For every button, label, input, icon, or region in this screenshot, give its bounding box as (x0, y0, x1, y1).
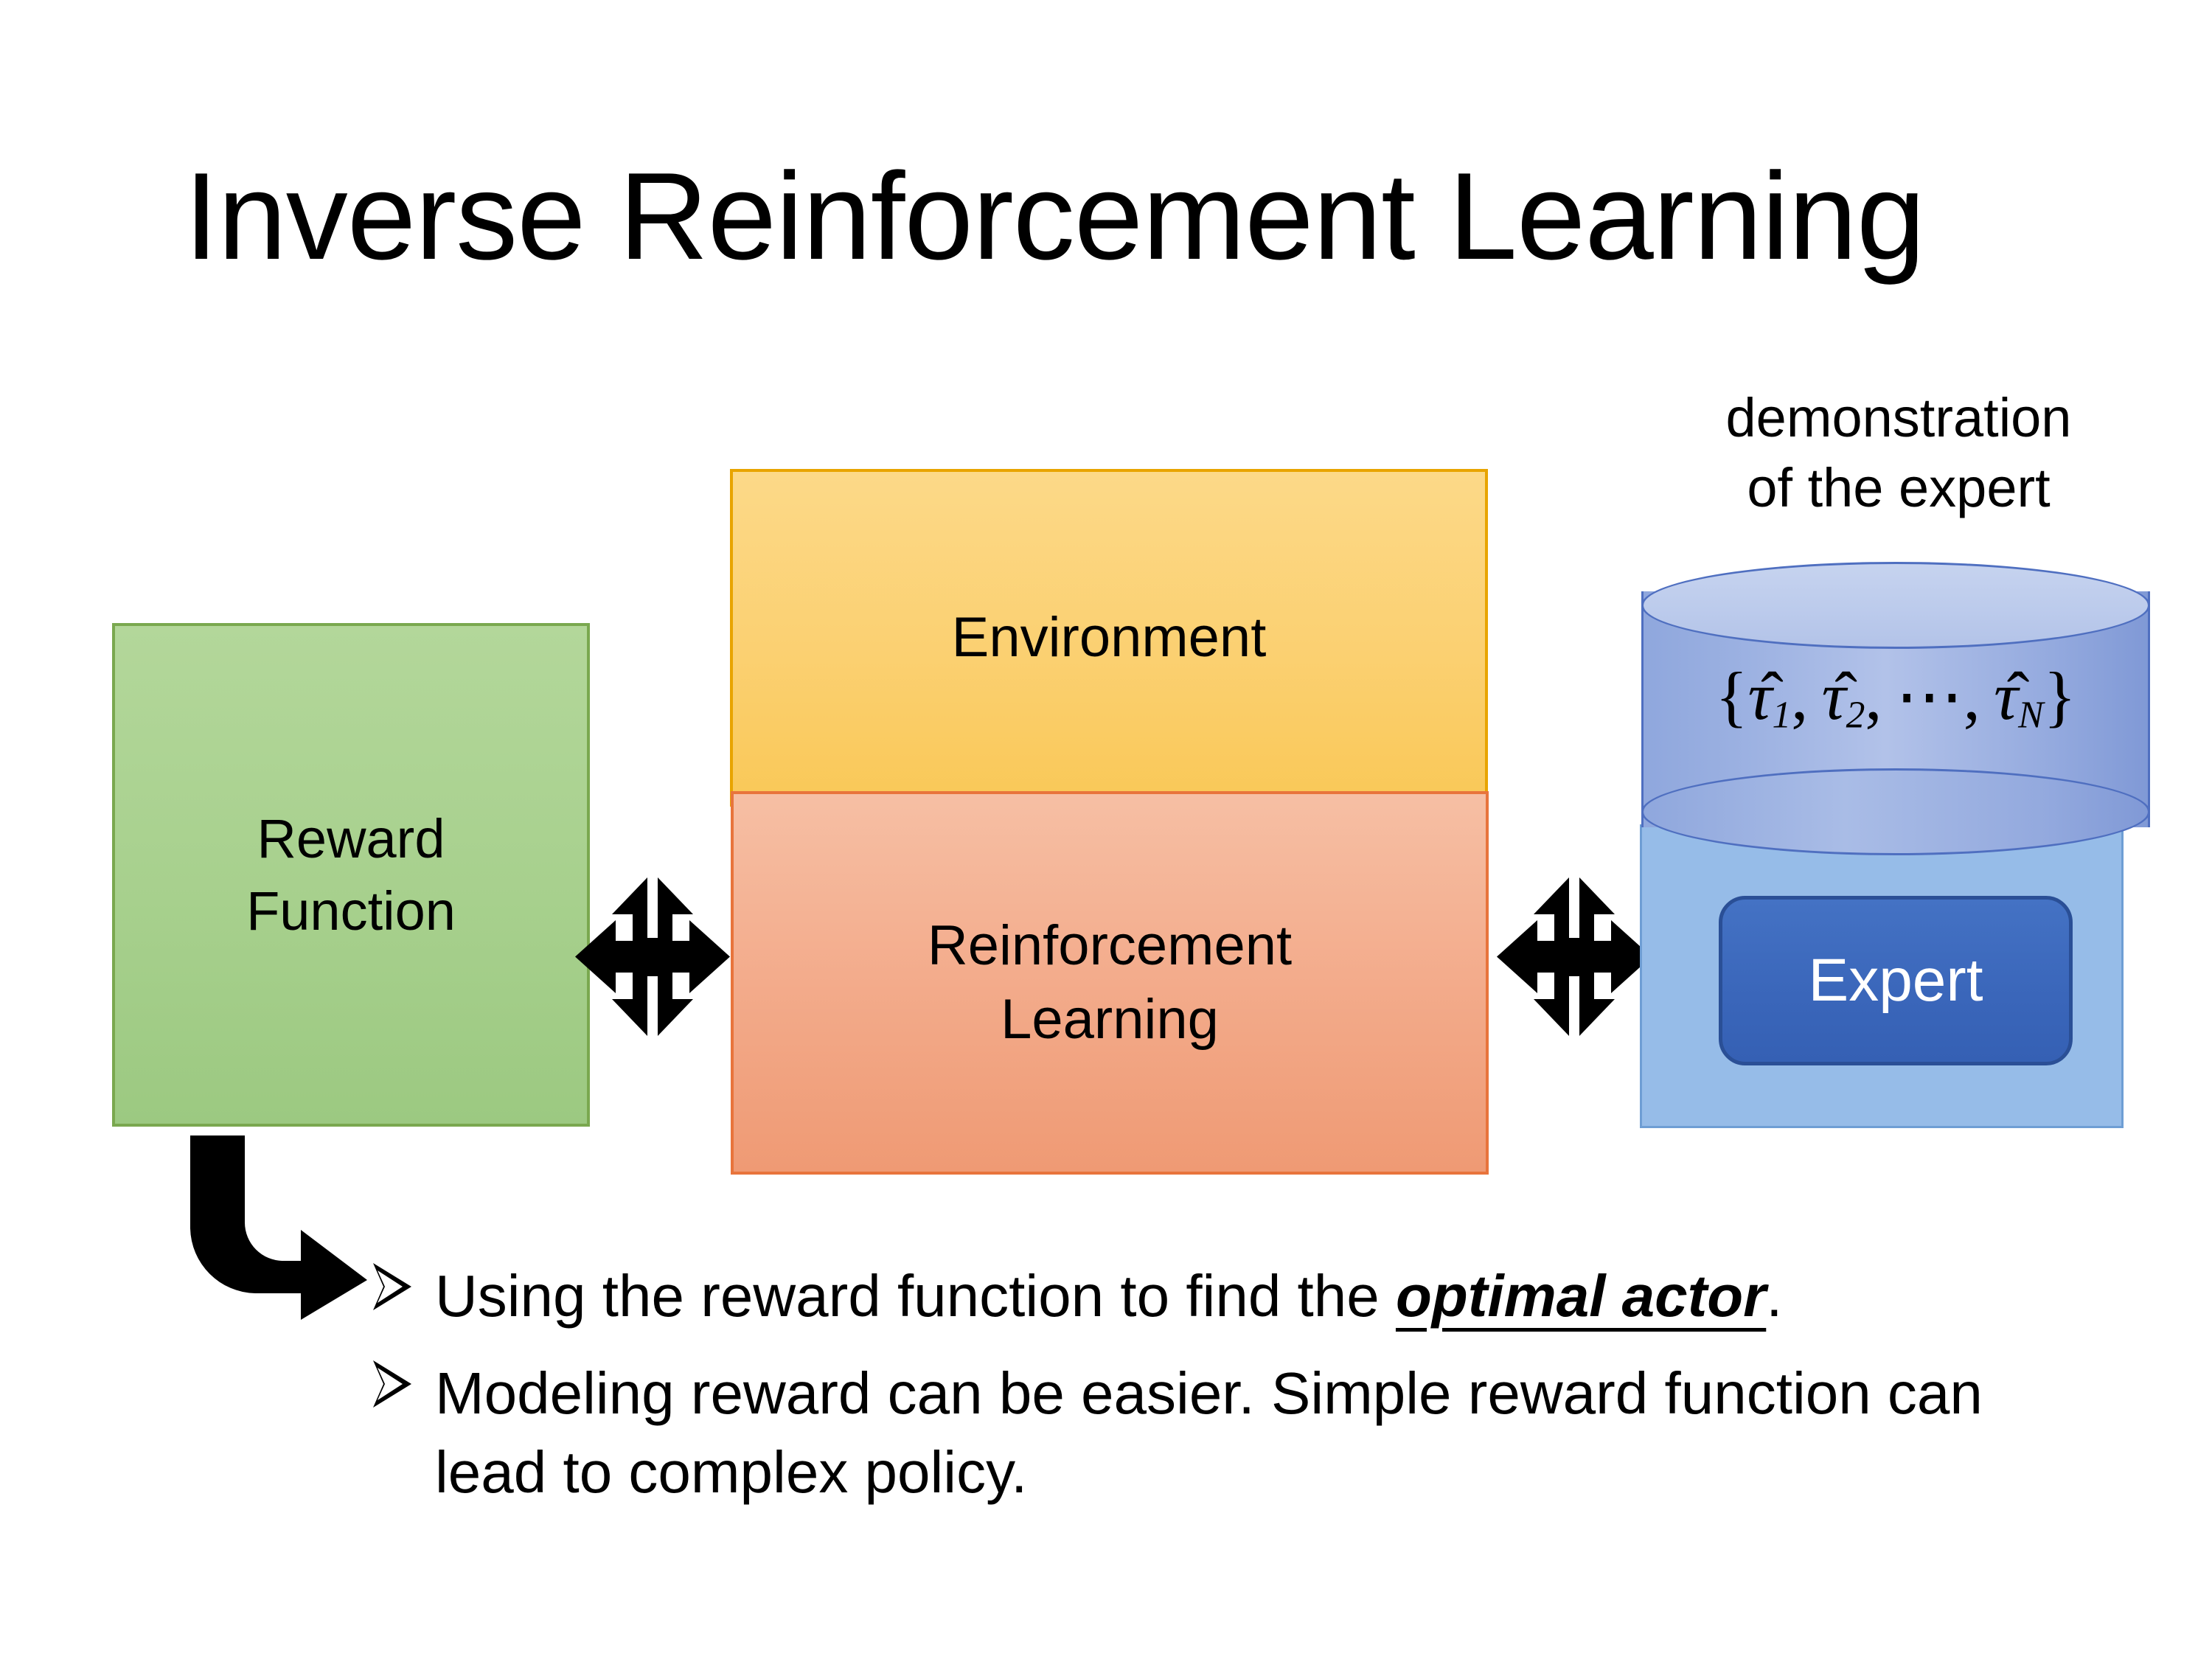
environment-box[interactable]: Environment (730, 469, 1488, 807)
expert-caption-line2: of the expert (1747, 456, 2051, 518)
formula-comma-3: , (1963, 658, 1980, 734)
rl-box-label-line2: Learning (1001, 988, 1219, 1051)
cylinder-bottom-ellipse (1641, 768, 2150, 855)
bullet-1-text: Using the reward function to find the op… (435, 1257, 2100, 1335)
formula-tau-1: τ (1747, 658, 1773, 734)
bullet-1-emphasis: optimal actor (1395, 1263, 1767, 1329)
formula-comma-1: , (1791, 658, 1809, 734)
expert-trajectory-database-cylinder-icon[interactable]: {τ̂1, τ̂2, ⋯, τ̂N} (1641, 562, 2150, 857)
chevron-right-bullet-icon (373, 1360, 411, 1408)
bullet-1-pre: Using the reward function to find the (435, 1263, 1396, 1329)
expert-button-label: Expert (1808, 947, 1983, 1014)
formula-open-brace: { (1715, 658, 1748, 734)
cylinder-top-ellipse (1641, 562, 2150, 649)
formula-close-brace: } (2043, 658, 2076, 734)
reward-function-box[interactable]: Reward Function (112, 623, 590, 1127)
formula-tau-2-subscript: 2 (1846, 694, 1865, 737)
reward-to-bullets-elbow-arrow-icon (190, 1135, 367, 1320)
bullet-2-text: Modeling reward can be easier. Simple re… (435, 1360, 1983, 1505)
formula-tau-n: τ (1994, 658, 2019, 734)
formula-comma-2: , (1865, 658, 1882, 734)
rl-expert-exchange-arrow-icon (1497, 877, 1652, 1036)
environment-box-label: Environment (951, 605, 1267, 669)
page-title: Inverse Reinforcement Learning (184, 147, 1926, 285)
formula-tau-1-subscript: 1 (1772, 694, 1792, 737)
reward-box-label-line2: Function (246, 880, 456, 942)
bullet-list: Using the reward function to find the op… (367, 1257, 2100, 1531)
reward-rl-exchange-arrow-icon (575, 877, 730, 1036)
expert-demonstration-caption: demonstration of the expert (1633, 383, 2164, 523)
reward-box-label-line1: Reward (257, 807, 445, 869)
list-item: Using the reward function to find the op… (367, 1257, 2100, 1335)
list-item: Modeling reward can be easier. Simple re… (367, 1354, 2100, 1512)
reinforcement-learning-box[interactable]: Reinforcement Learning (731, 791, 1489, 1175)
rl-box-label-line1: Reinforcement (927, 914, 1293, 977)
formula-ellipsis: ⋯ (1895, 658, 1964, 734)
formula-tau-2: τ (1821, 658, 1846, 734)
expert-caption-line1: demonstration (1725, 387, 2072, 448)
formula-tau-n-subscript: N (2018, 694, 2044, 737)
expert-button[interactable]: Expert (1719, 896, 2073, 1065)
bullet-1-post: . (1766, 1263, 1783, 1329)
trajectory-set-formula: {τ̂1, τ̂2, ⋯, τ̂N} (1641, 656, 2150, 737)
chevron-right-bullet-icon (373, 1263, 411, 1310)
